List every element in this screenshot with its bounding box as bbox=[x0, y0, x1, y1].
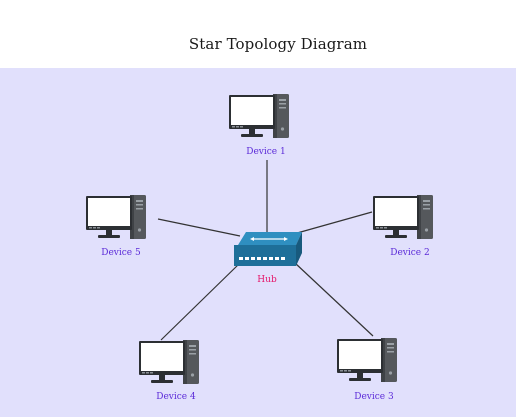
device-5-label: Device 5 bbox=[101, 248, 141, 258]
device-2-label: Device 2 bbox=[390, 248, 429, 258]
link-hub-device-2 bbox=[289, 211, 373, 236]
link-hub-device-5 bbox=[157, 218, 241, 237]
device-2: Device 2 bbox=[373, 195, 433, 258]
diagram-title: Star Topology Diagram bbox=[188, 35, 368, 53]
link-hub-device-3 bbox=[294, 262, 374, 337]
hub-label: Hub bbox=[257, 275, 277, 285]
desktop-computer-icon bbox=[86, 195, 146, 239]
device-1: Device 1 bbox=[229, 94, 289, 157]
link-hub-device-4 bbox=[160, 262, 241, 341]
desktop-computer-icon bbox=[373, 195, 433, 239]
desktop-computer-icon bbox=[337, 338, 397, 382]
desktop-computer-icon bbox=[229, 94, 289, 138]
device-4: Device 4 bbox=[139, 340, 199, 402]
device-1-label: Device 1 bbox=[246, 147, 285, 157]
device-5: Device 5 bbox=[86, 195, 146, 258]
device-4-label: Device 4 bbox=[156, 392, 196, 402]
device-3: Device 3 bbox=[337, 338, 397, 402]
device-3-label: Device 3 bbox=[354, 392, 394, 402]
desktop-computer-icon bbox=[139, 340, 199, 384]
network-switch-icon bbox=[234, 232, 302, 266]
